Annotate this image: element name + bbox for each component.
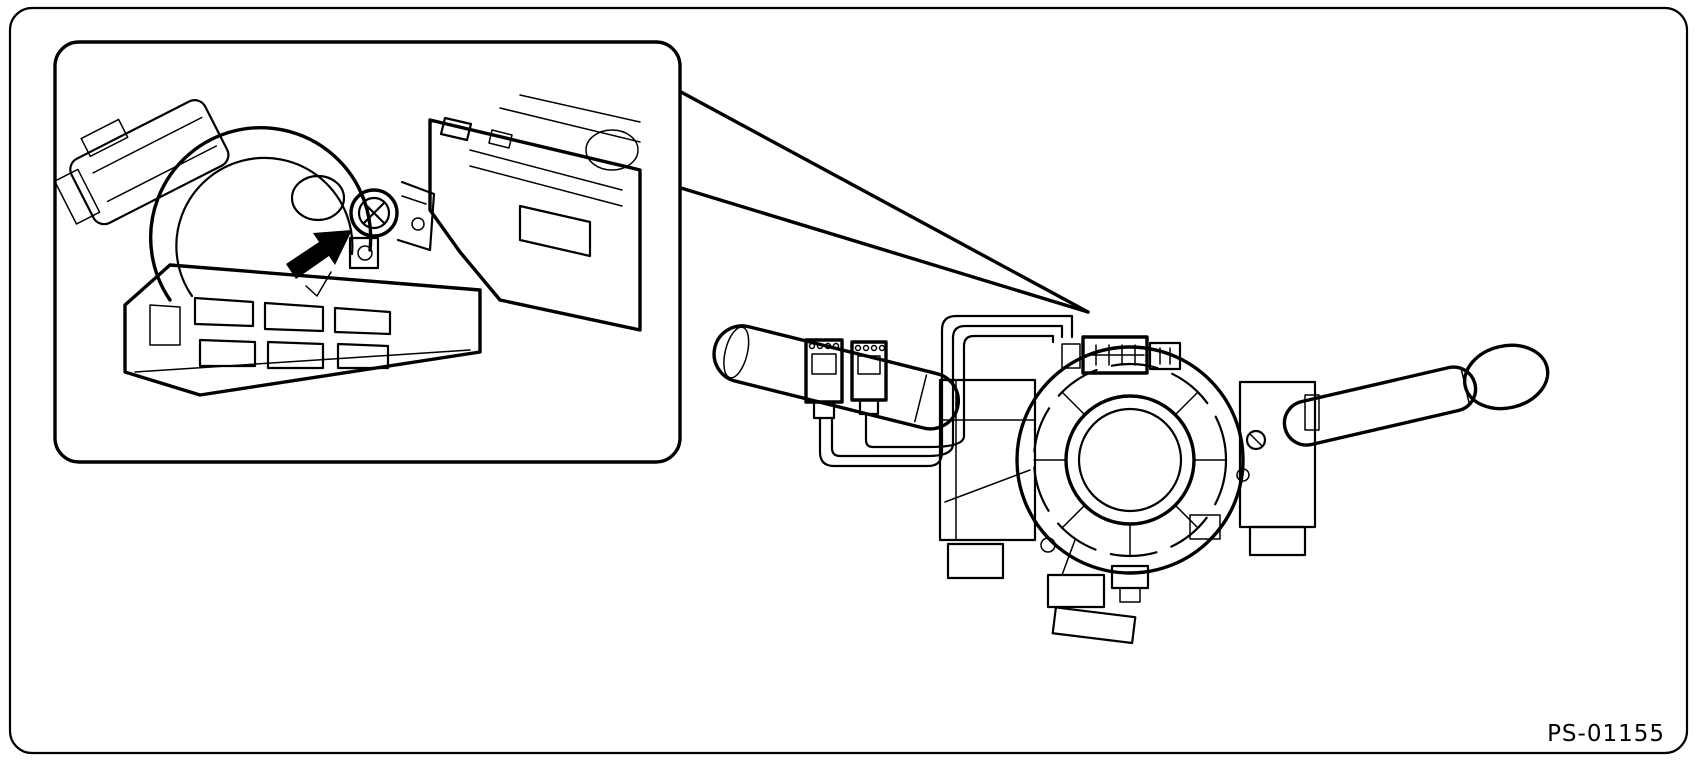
callout-detail-view <box>53 94 642 397</box>
figure-code-label: PS-01155 <box>1547 721 1665 747</box>
figure-border <box>8 6 1689 755</box>
left-stalk <box>712 324 961 431</box>
top-connector-block <box>1061 335 1182 375</box>
right-switch-housing <box>1236 380 1320 557</box>
mounting-screw <box>349 180 436 252</box>
callout-leader-lines <box>679 90 1090 314</box>
lower-mounting-parts <box>1046 514 1221 645</box>
switch-bracket-plate <box>428 94 642 332</box>
spiral-cable-unit <box>1015 345 1245 603</box>
column-clamp-ring <box>149 126 380 302</box>
callout-box <box>53 40 682 464</box>
right-stalk <box>1282 343 1550 447</box>
bracket-plate <box>123 263 482 397</box>
steering-column-tube <box>53 99 230 226</box>
wiring-harness <box>818 314 1074 468</box>
left-switch-housing <box>938 378 1037 580</box>
harness-connector-b <box>850 340 888 416</box>
pointer-arrow <box>286 230 352 297</box>
combination-switch-assembly <box>712 314 1550 645</box>
harness-connector-a <box>804 338 844 420</box>
